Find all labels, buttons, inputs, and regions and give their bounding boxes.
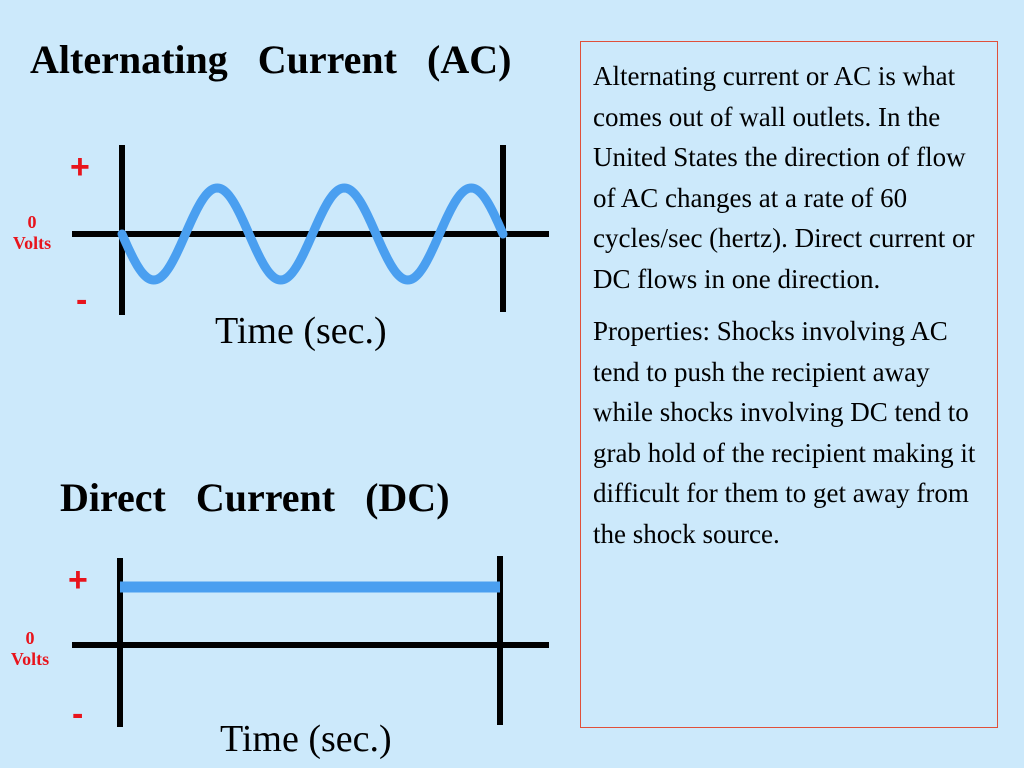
- ac-plus-label: +: [70, 148, 90, 186]
- dc-xlabel: Time (sec.): [220, 718, 392, 760]
- dc-plus-label: +: [68, 561, 88, 599]
- dc-zero-volts-label: 0 Volts: [0, 628, 60, 669]
- ac-volts-label: Volts: [12, 232, 52, 253]
- dc-title: Direct Current (DC): [60, 475, 450, 520]
- ac-xlabel: Time (sec.): [215, 310, 387, 352]
- ac-zero-volts-label: 0 Volts: [2, 212, 62, 253]
- ac-zero-label: 0: [27, 212, 37, 232]
- ac-title: Alternating Current (AC): [30, 37, 512, 82]
- ac-wave-series: [117, 183, 508, 285]
- description-box: Alternating current or AC is what comes …: [580, 41, 998, 728]
- ac-minus-label: -: [76, 281, 88, 319]
- description-paragraph-2: Properties: Shocks involving AC tend to …: [593, 316, 976, 549]
- dc-zero-label: 0: [25, 628, 35, 648]
- description-paragraph-1: Alternating current or AC is what comes …: [593, 61, 975, 294]
- dc-volts-label: Volts: [10, 648, 50, 669]
- dc-minus-label: -: [72, 695, 84, 733]
